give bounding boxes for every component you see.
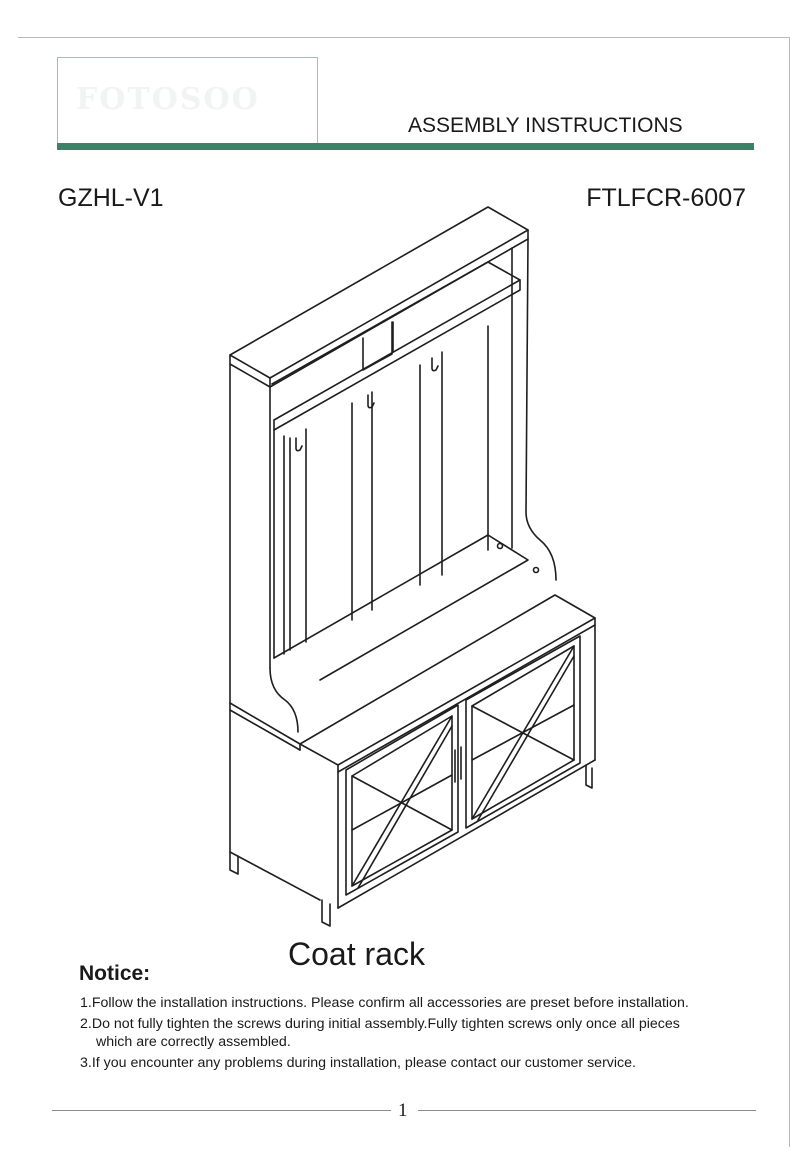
top-border-line <box>18 37 790 38</box>
footer-rule-right <box>418 1110 756 1111</box>
coat-rack-illustration <box>229 206 596 927</box>
notice-item: 2.Do not fully tighten the screws during… <box>80 1016 680 1032</box>
page-number: 1 <box>398 1100 408 1121</box>
notice-list: 1.Follow the installation instructions. … <box>80 994 770 1075</box>
footer-rule-left <box>52 1110 391 1111</box>
header-title: ASSEMBLY INSTRUCTIONS <box>408 114 683 137</box>
product-name: Coat rack <box>288 936 425 972</box>
right-border-line <box>789 37 790 1147</box>
model-code-right: FTLFCR-6007 <box>586 184 746 212</box>
model-code-left: GZHL-V1 <box>58 184 164 212</box>
notice-item-continuation: which are correctly assembled. <box>96 1034 291 1050</box>
notice-item: 1.Follow the installation instructions. … <box>80 995 689 1011</box>
brand-logo: FOTOSOO <box>76 82 260 117</box>
notice-item: 3.If you encounter any problems during i… <box>80 1055 636 1071</box>
header-accent-bar <box>57 143 754 150</box>
logo-box: FOTOSOO <box>57 57 318 143</box>
notice-heading: Notice: <box>79 962 151 985</box>
